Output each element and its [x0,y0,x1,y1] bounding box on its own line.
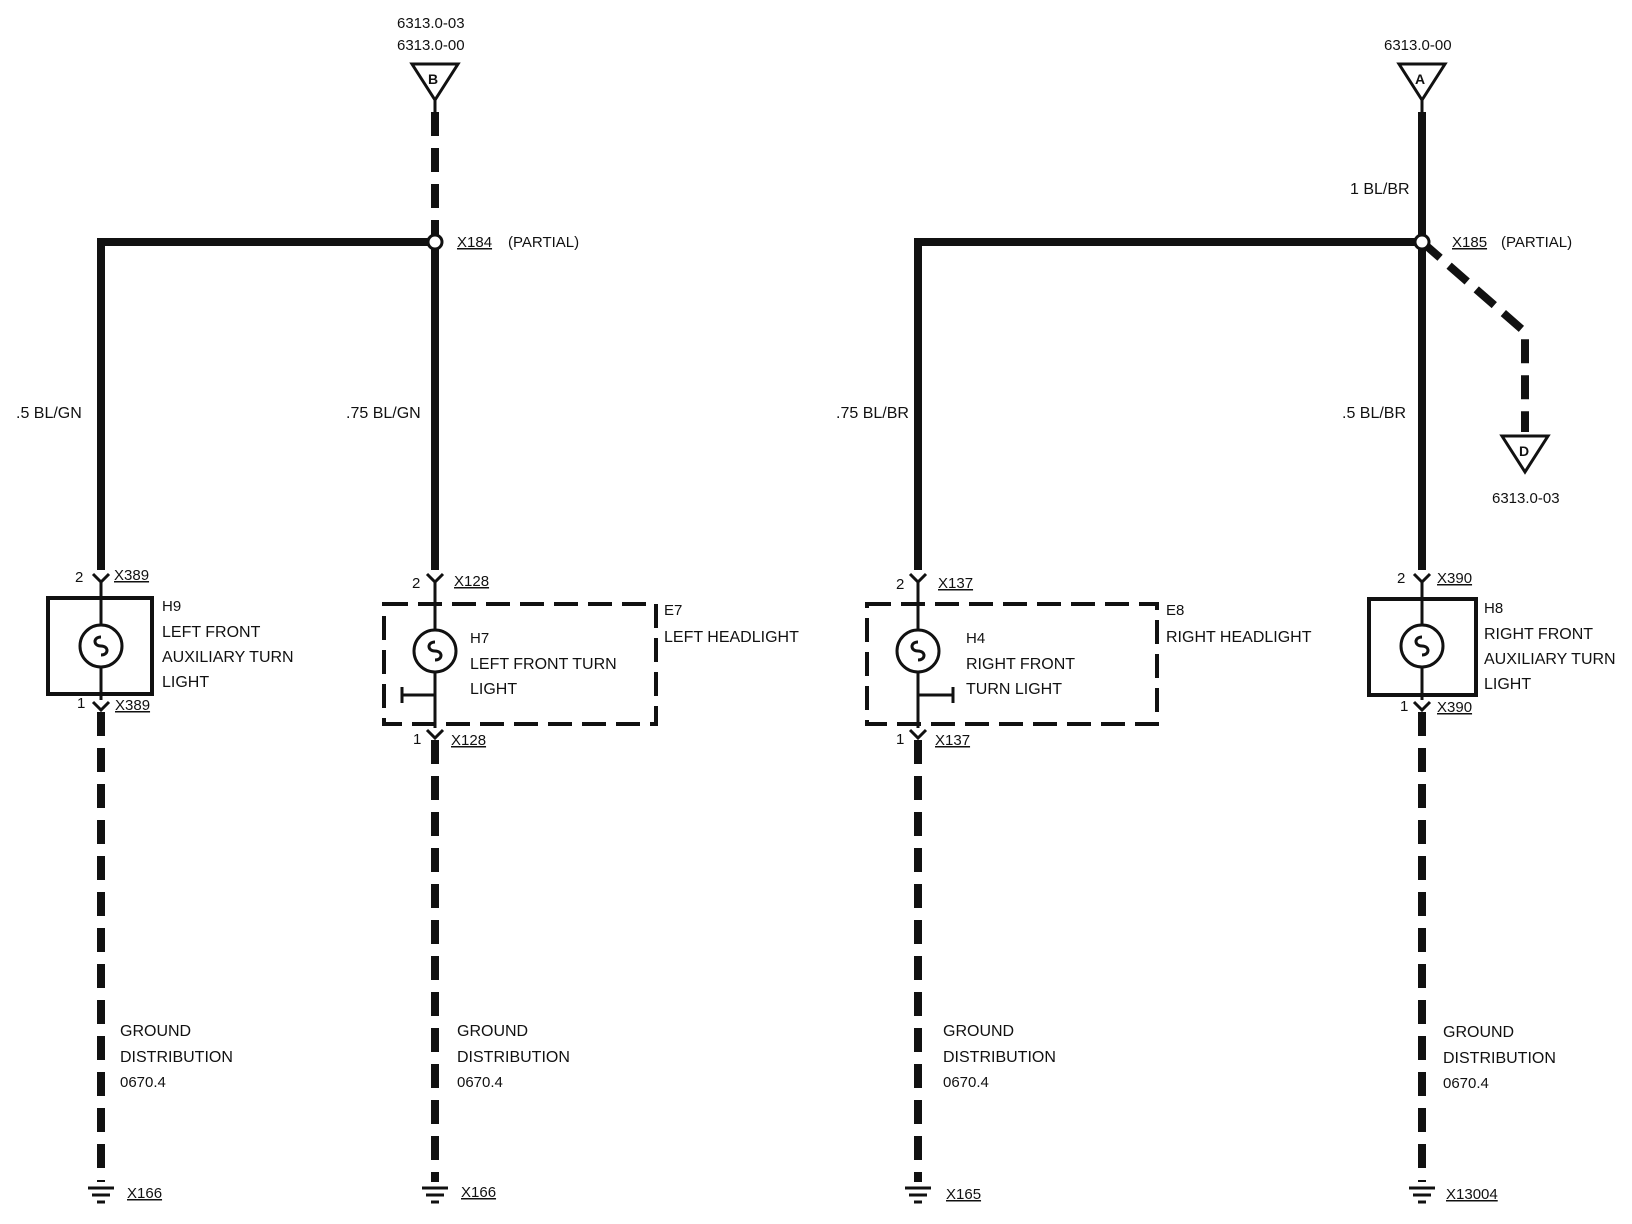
e8-label: RIGHT HEADLIGHT [1166,629,1312,646]
e7-conn-top: X128 [454,573,489,590]
ground-symbol-3-icon [905,1186,931,1204]
ground-2-line-1: GROUND [457,1023,528,1040]
e7-pin-bottom: 1 [413,731,421,748]
wire-label-right-turn: .75 BL/BR [836,405,909,422]
splice-x185-note: (PARTIAL) [1501,234,1572,251]
ground-1-conn: X166 [127,1185,162,1202]
h8-id: H8 [1484,600,1503,617]
h7-id: H7 [470,630,489,647]
e7-label: LEFT HEADLIGHT [664,629,799,646]
ground-symbol-2-icon [422,1186,448,1204]
h7-line-1: LEFT FRONT TURN [470,656,617,673]
ground-3-line-3: 0670.4 [943,1074,989,1091]
ground-3-conn: X165 [946,1186,981,1203]
ground-4-line-2: DISTRIBUTION [1443,1050,1556,1067]
connector-d-letter: D [1519,443,1529,459]
wire-to-d [1419,238,1529,432]
ground-symbol-4-icon [1409,1186,1435,1204]
splice-x185-dot [1413,233,1431,251]
e8-conn-top: X137 [938,575,973,592]
ground-1-line-2: DISTRIBUTION [120,1049,233,1066]
wire-label-left-aux: .5 BL/GN [16,405,82,422]
h4-line-1: RIGHT FRONT [966,656,1075,673]
h9-conn-top: X389 [114,567,149,584]
h8-line-3: LIGHT [1484,676,1531,693]
splice-x185-id: X185 [1452,234,1487,251]
h8-pin-bottom: 1 [1400,698,1408,715]
wire-label-right-aux: .5 BL/BR [1342,405,1406,422]
ground-1-line-1: GROUND [120,1023,191,1040]
h8-line-1: RIGHT FRONT [1484,626,1593,643]
connector-b-icon [409,62,461,112]
h8-pin-top: 2 [1397,570,1405,587]
h8-conn-bottom: X390 [1437,699,1472,716]
h8-line-2: AUXILIARY TURN [1484,651,1616,668]
h9-component [46,572,154,713]
ground-2-line-2: DISTRIBUTION [457,1049,570,1066]
h9-line-3: LIGHT [162,674,209,691]
h9-line-2: AUXILIARY TURN [162,649,294,666]
ground-4-conn: X13004 [1446,1186,1498,1203]
e7-pin-top: 2 [412,575,420,592]
ground-2-conn: X166 [461,1184,496,1201]
h4-line-2: TURN LIGHT [966,681,1062,698]
connector-a-icon [1396,62,1448,112]
ground-3-line-2: DISTRIBUTION [943,1049,1056,1066]
wire-right-turn [914,238,1422,570]
ground-4-line-3: 0670.4 [1443,1075,1489,1092]
e7-id: E7 [664,602,682,619]
connector-b-letter: B [428,71,438,87]
ref-a: 6313.0-00 [1384,37,1452,54]
h7-line-2: LIGHT [470,681,517,698]
connector-d-icon [1499,434,1551,475]
h9-id: H9 [162,598,181,615]
ref-d: 6313.0-03 [1492,490,1560,507]
splice-x184-note: (PARTIAL) [508,234,579,251]
e8-pin-top: 2 [896,576,904,593]
e7-conn-bottom: X128 [451,732,486,749]
e7-component [382,572,658,741]
e8-pin-bottom: 1 [896,731,904,748]
ground-3-line-1: GROUND [943,1023,1014,1040]
splice-x184-id: X184 [457,234,492,251]
wire-label-right-feed: 1 BL/BR [1350,181,1410,198]
ground-1-line-3: 0670.4 [120,1074,166,1091]
ground-4-line-1: GROUND [1443,1024,1514,1041]
connector-a-letter: A [1415,71,1425,87]
ref-b-top: 6313.0-03 [397,15,465,32]
h9-conn-bottom: X389 [115,697,150,714]
h9-pin-top: 2 [75,569,83,586]
h4-id: H4 [966,630,985,647]
ground-symbol-1-icon [88,1186,114,1204]
wire-left-aux [97,238,435,570]
wire-label-left-turn: .75 BL/GN [346,405,421,422]
h8-component [1367,572,1478,713]
e8-id: E8 [1166,602,1184,619]
h8-conn-top: X390 [1437,570,1472,587]
ref-b-bottom: 6313.0-00 [397,37,465,54]
h9-line-1: LEFT FRONT [162,624,261,641]
e8-conn-bottom: X137 [935,732,970,749]
ground-2-line-3: 0670.4 [457,1074,503,1091]
h9-pin-bottom: 1 [77,695,85,712]
splice-x184-dot [426,233,444,251]
e8-component [865,572,1159,741]
